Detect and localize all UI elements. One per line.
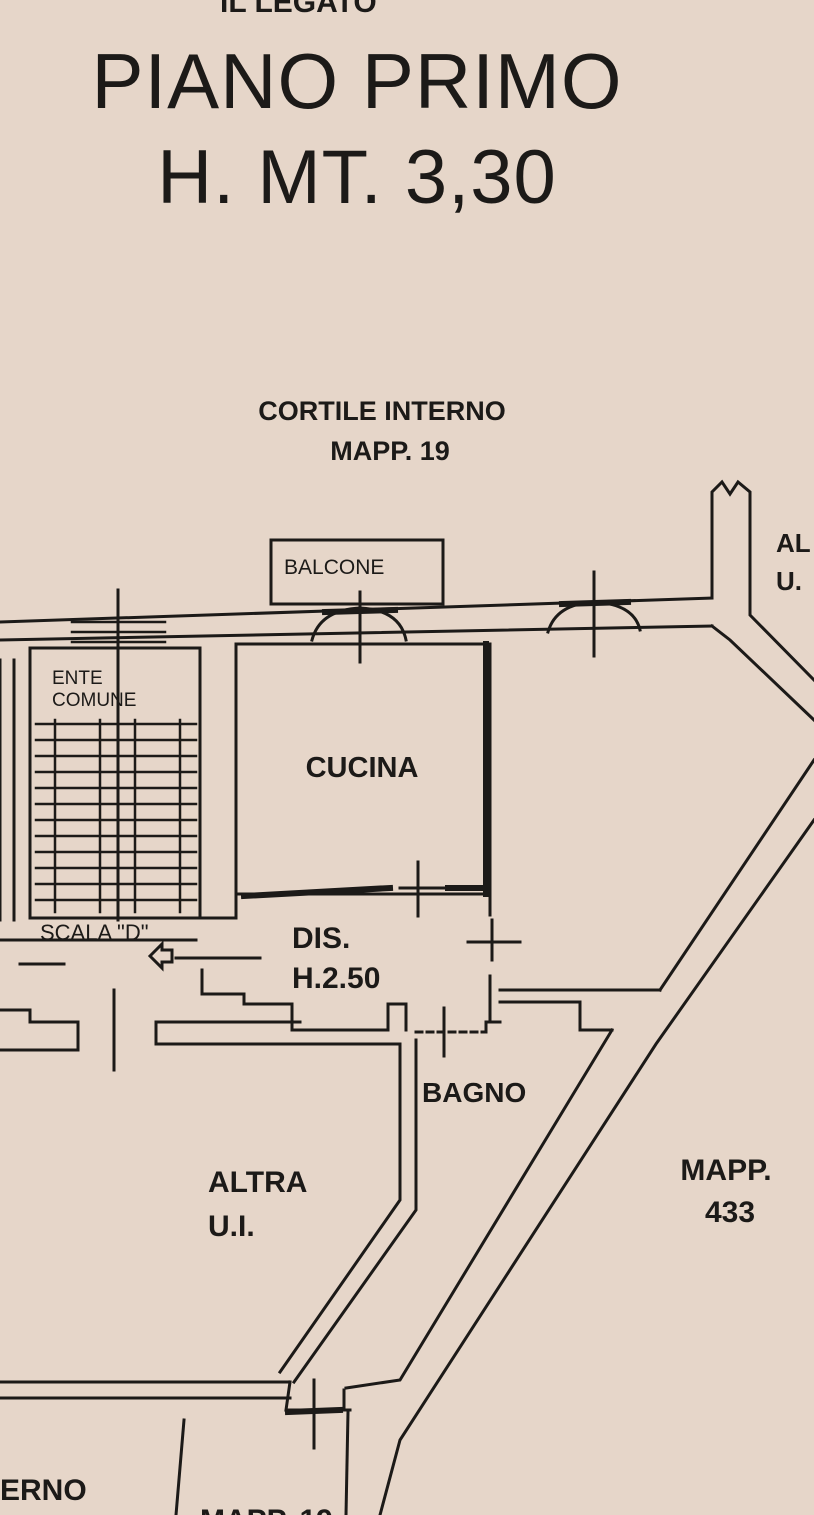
mapp-433-number: 433: [705, 1196, 755, 1229]
floor-title: PIANO PRIMO: [91, 37, 623, 125]
stairs-label: SCALA "D": [40, 920, 149, 945]
balcony-outline: [269, 538, 445, 606]
top-fragment: IL LEGATO: [220, 0, 377, 19]
mapp-433-label: MAPP.: [680, 1154, 771, 1187]
other-unit-right-label-2: U.: [776, 566, 802, 596]
floor-height: H. MT. 3,30: [157, 135, 557, 220]
other-unit-right-label: AL: [776, 528, 811, 558]
courtyard-label: CORTILE INTERNO: [258, 396, 506, 426]
ente-label: ENTE: [52, 668, 103, 689]
other-unit-label: ALTRA: [208, 1166, 307, 1199]
stair-well: [28, 646, 202, 920]
bottom-left-label: ERNO: [0, 1474, 87, 1507]
stair-treads: [34, 620, 198, 914]
bathroom-label: BAGNO: [422, 1077, 526, 1108]
dis-label: DIS.: [292, 922, 350, 955]
courtyard-mapp-label: MAPP. 19: [330, 436, 450, 466]
comune-label: COMUNE: [52, 690, 136, 711]
dis-height-label: H.2.50: [292, 962, 380, 995]
kitchen-label: CUCINA: [306, 752, 419, 784]
other-unit-label-2: U.I.: [208, 1210, 255, 1243]
bottom-mapp-label: MAPP. 19: [200, 1504, 333, 1515]
balcony-label: BALCONE: [284, 556, 384, 579]
